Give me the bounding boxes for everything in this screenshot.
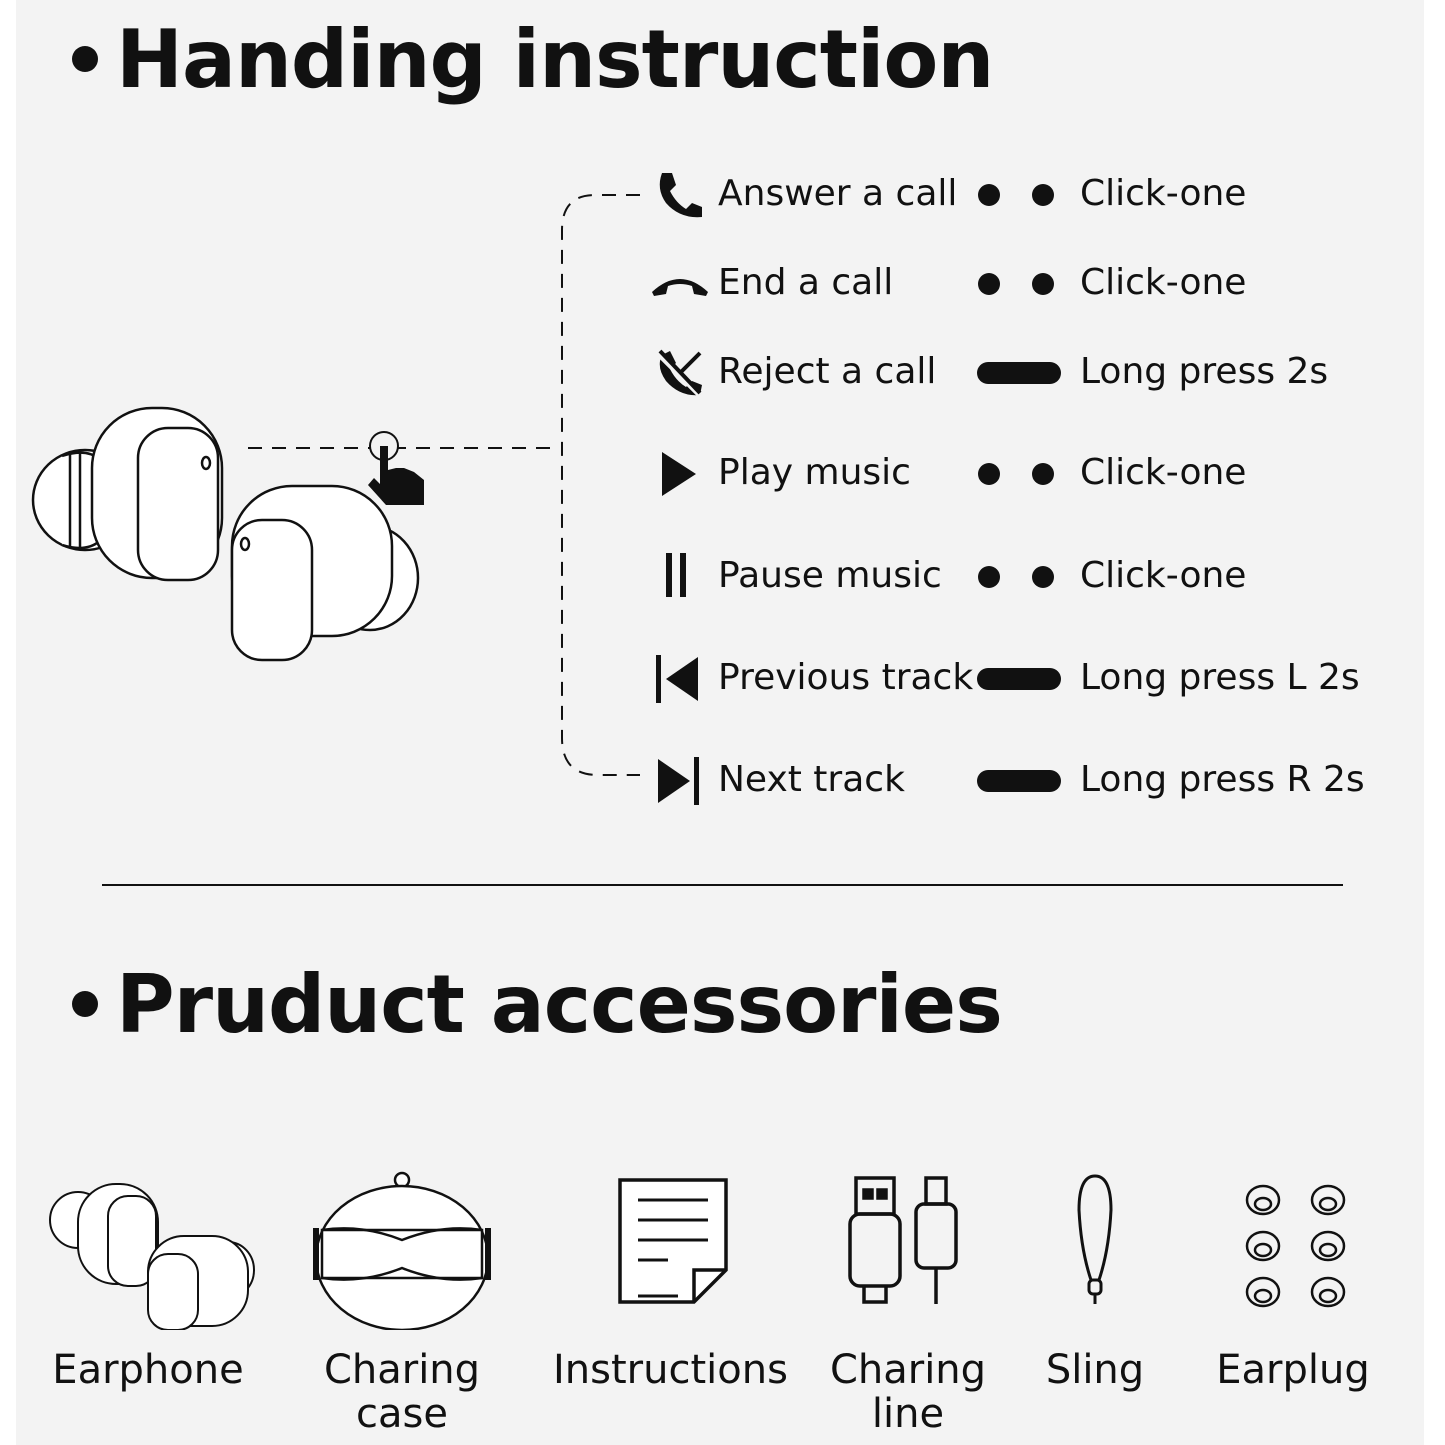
accessory-earphone: Earphone (33, 1170, 263, 1392)
bullet-icon (72, 46, 98, 73)
handling-title: Handing instruction (72, 20, 994, 100)
long-press-icon (977, 668, 1061, 690)
accessory-sling: Sling (980, 1170, 1210, 1392)
instruction-label: Next track (718, 759, 905, 800)
instruction-action: Click-one (1080, 262, 1247, 303)
previous-track-icon (656, 655, 698, 703)
accessory-instructions: Instructions (553, 1170, 788, 1393)
earbuds-illustration (31, 194, 640, 776)
instruction-row-play: Play music Click-one (650, 444, 1370, 504)
instruction-label: Play music (718, 452, 911, 493)
accessory-label: Instructions (553, 1347, 788, 1393)
double-click-icon (978, 184, 1054, 206)
instruction-row-end: End a call Click-one (650, 254, 1370, 314)
instruction-action: Long press L 2s (1080, 657, 1360, 698)
phone-hangup-icon (652, 279, 708, 296)
phone-answer-icon (659, 173, 702, 218)
instruction-label: Previous track (718, 657, 974, 698)
instruction-label: Answer a call (718, 173, 958, 214)
earplug-icon (1245, 1184, 1346, 1308)
earphone-icon (49, 1183, 255, 1330)
instruction-row-previous: Previous track Long press L 2s (650, 649, 1370, 709)
instruction-row-pause: Pause music Click-one (650, 547, 1370, 607)
accessory-label: Charing case (323, 1347, 481, 1437)
next-track-icon (658, 757, 699, 805)
instruction-label: Reject a call (718, 351, 937, 392)
long-press-icon (977, 770, 1061, 792)
sling-icon (1077, 1174, 1113, 1304)
accessory-charging-case: Charing case (287, 1170, 517, 1436)
accessory-earplug: Earplug (1178, 1170, 1408, 1392)
pause-icon (666, 553, 686, 597)
accessory-charging-line: Charing line (793, 1170, 1023, 1436)
double-click-icon (978, 566, 1054, 588)
accessory-label: Sling (1045, 1347, 1145, 1393)
accessory-label: Charing line (829, 1347, 987, 1437)
section-divider (102, 884, 1343, 886)
instruction-action: Click-one (1080, 452, 1247, 493)
accessories-title: Pruduct accessories (72, 965, 1003, 1045)
charging-case-icon (313, 1171, 491, 1330)
double-click-icon (978, 463, 1054, 485)
instruction-action: Click-one (1080, 555, 1247, 596)
instruction-label: End a call (718, 262, 894, 303)
accessory-label: Earphone (52, 1347, 244, 1393)
phone-reject-icon (655, 349, 703, 398)
instructions-icon (618, 1178, 728, 1304)
instruction-row-reject: Reject a call Long press 2s (650, 343, 1370, 403)
instruction-action: Long press R 2s (1080, 759, 1365, 800)
instruction-row-answer: Answer a call Click-one (650, 165, 1370, 225)
bullet-icon (72, 991, 98, 1018)
instruction-action: Click-one (1080, 173, 1247, 214)
accessory-label: Earplug (1216, 1347, 1370, 1393)
double-click-icon (978, 273, 1054, 295)
instruction-action: Long press 2s (1080, 351, 1329, 392)
instruction-label: Pause music (718, 555, 942, 596)
long-press-icon (977, 362, 1061, 384)
charging-cable-icon (848, 1176, 958, 1304)
instruction-row-next: Next track Long press R 2s (650, 751, 1370, 811)
play-icon (662, 452, 696, 496)
